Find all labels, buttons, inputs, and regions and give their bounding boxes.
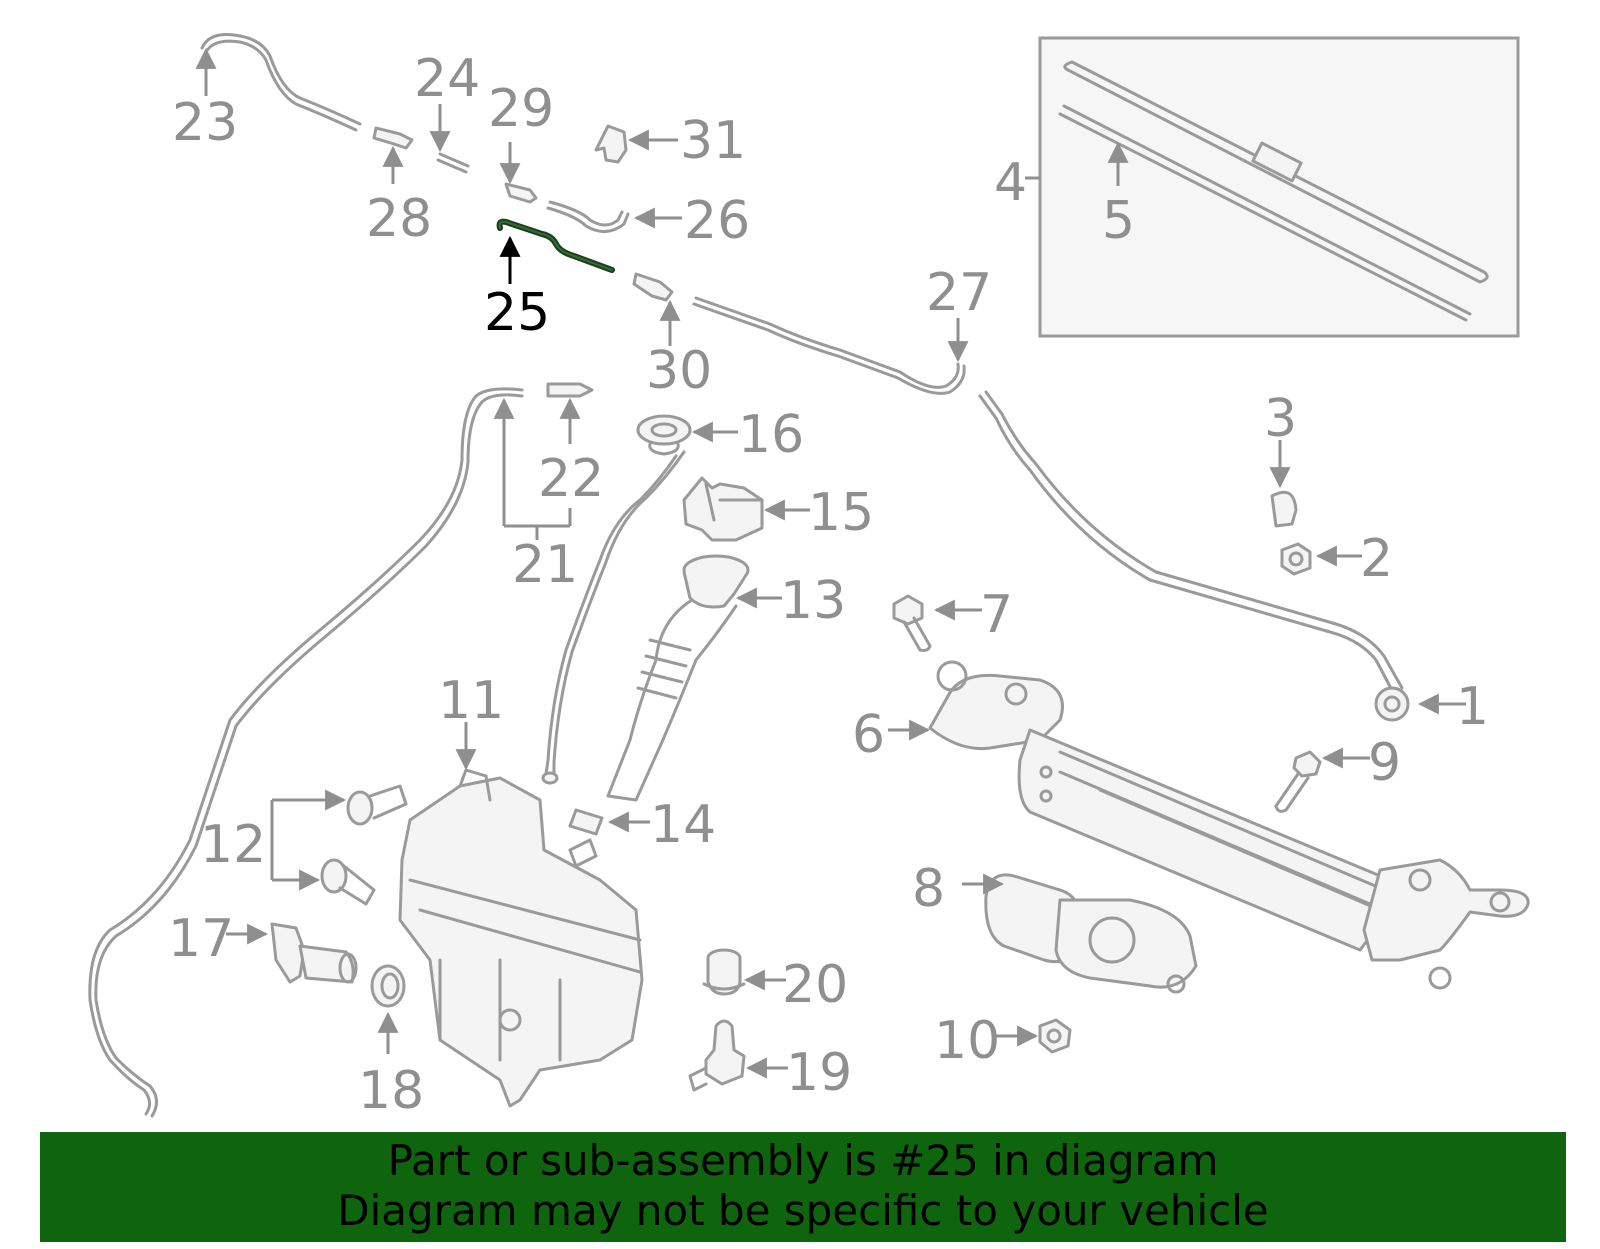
- nozzle-31: [594, 124, 628, 164]
- filler-neck-13: [606, 554, 750, 802]
- bracket-15: [682, 476, 764, 542]
- callout-28: 28: [366, 189, 432, 249]
- callout-26: 26: [684, 191, 750, 251]
- wiper-linkage-6: [928, 660, 1530, 990]
- callout-29: 29: [488, 79, 554, 139]
- callout-11: 11: [438, 671, 504, 731]
- nut-10: [1038, 1018, 1072, 1054]
- hose-26: [548, 200, 624, 227]
- callout-30: 30: [646, 341, 712, 401]
- callout-23: 23: [172, 93, 238, 153]
- callout-24: 24: [414, 49, 480, 109]
- callout-25: 25: [484, 283, 550, 343]
- hose-23: [200, 33, 362, 126]
- callout-21: 21: [512, 535, 578, 595]
- banner-line-1: Part or sub-assembly is #25 in diagram: [387, 1136, 1219, 1185]
- seal-14: [568, 808, 604, 836]
- callout-9: 9: [1368, 733, 1401, 793]
- hose-21: [88, 387, 524, 1116]
- callout-7: 7: [980, 585, 1013, 645]
- wiper-arm-1: [978, 394, 1396, 696]
- connector-22: [546, 382, 594, 398]
- part-20: [702, 948, 746, 996]
- callout-16: 16: [738, 405, 804, 465]
- callout-27: 27: [926, 263, 992, 323]
- bolt-7: [892, 594, 932, 652]
- callout-31: 31: [680, 111, 746, 171]
- connector-29: [504, 182, 538, 204]
- callout-8: 8: [912, 859, 945, 919]
- washer-reservoir-11: [398, 768, 644, 1108]
- cap-16: [636, 414, 692, 456]
- connector-30: [632, 272, 674, 302]
- info-banner: Part or sub-assembly is #25 in diagram D…: [40, 1132, 1566, 1242]
- callout-17: 17: [168, 909, 234, 969]
- callout-14: 14: [650, 795, 716, 855]
- banner-line-2: Diagram may not be specific to your vehi…: [337, 1186, 1269, 1235]
- hose-27: [694, 296, 960, 389]
- callout-13: 13: [780, 571, 846, 631]
- callout-22: 22: [538, 449, 604, 509]
- callout-15: 15: [808, 483, 874, 543]
- washer-pump-17: [270, 922, 358, 984]
- level-sensor-19: [688, 1019, 746, 1092]
- connector-28: [372, 126, 414, 150]
- callout-10: 10: [934, 1011, 1000, 1071]
- hose-25-highlighted[interactable]: [496, 218, 615, 273]
- bolt-9: [1274, 750, 1322, 813]
- callout-2: 2: [1360, 529, 1393, 589]
- callout-1: 1: [1456, 677, 1489, 737]
- nut-2: [1280, 542, 1312, 576]
- wiper-blade-inset: [1025, 36, 1520, 338]
- callout-20: 20: [782, 955, 848, 1015]
- callout-6: 6: [852, 705, 885, 765]
- hose-24: [436, 152, 470, 174]
- callout-5: 5: [1102, 191, 1135, 251]
- wiper-motor-8: [984, 873, 1198, 994]
- callout-12: 12: [200, 815, 266, 875]
- callout-19: 19: [786, 1043, 852, 1103]
- cap-3: [1270, 490, 1298, 528]
- dip-tube: [544, 454, 678, 776]
- callout-3: 3: [1264, 389, 1297, 449]
- callout-4: 4: [994, 153, 1027, 213]
- bolts-12: [320, 784, 408, 906]
- callout-18: 18: [358, 1061, 424, 1121]
